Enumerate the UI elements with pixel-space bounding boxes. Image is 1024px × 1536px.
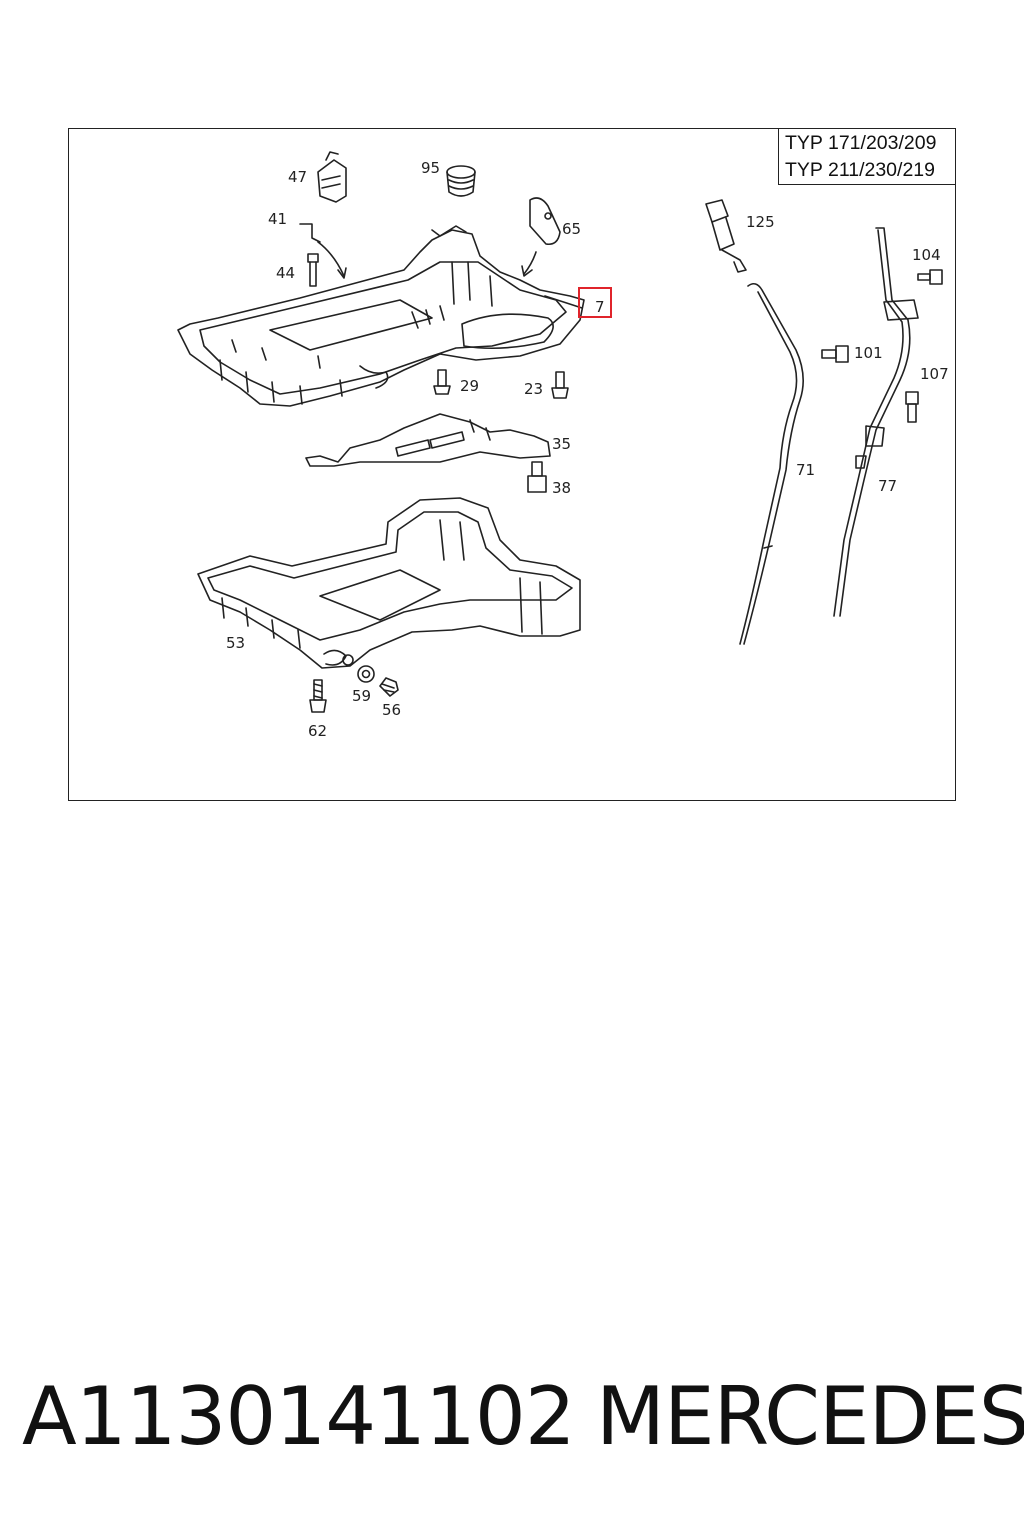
part-62-bolt	[309, 679, 327, 713]
part-41-bracket	[299, 223, 347, 279]
callout-95: 95	[421, 159, 440, 177]
callout-41: 41	[268, 210, 287, 228]
highlighted-part-7-box	[578, 287, 612, 318]
callout-47: 47	[288, 168, 307, 186]
callout-62: 62	[308, 722, 327, 740]
parts-diagram: 47 95 41 65 44 7 29 23 35 38 53 59 56 62…	[177, 151, 949, 740]
part-101-bolt	[821, 345, 849, 363]
callout-7: 7	[595, 298, 605, 316]
callout-38: 38	[552, 479, 571, 497]
part-44-bolt	[307, 253, 319, 287]
part-104-bolt	[917, 269, 943, 285]
model-type-line-2: TYP 211/230/219	[785, 159, 935, 181]
part-56-drain-plug	[379, 677, 399, 697]
callout-56: 56	[382, 701, 401, 719]
part-53-lower-pan	[197, 497, 581, 669]
brand-name: MERCEDES	[596, 1370, 1024, 1463]
upper-oil-pan	[177, 225, 585, 407]
part-65-plate	[521, 197, 561, 277]
callout-77: 77	[878, 477, 897, 495]
footer-caption: A1130141102 MERCEDES	[0, 1370, 1024, 1480]
callout-104: 104	[912, 246, 941, 264]
part-35-baffle	[305, 413, 551, 467]
part-23-bolt	[551, 371, 569, 399]
callout-59: 59	[352, 687, 371, 705]
callout-65: 65	[562, 220, 581, 238]
callout-53: 53	[226, 634, 245, 652]
callout-107: 107	[920, 365, 949, 383]
model-type-box: TYP 171/203/209 TYP 211/230/219	[778, 129, 955, 185]
callout-101: 101	[854, 344, 883, 362]
diagram-frame	[68, 128, 956, 801]
part-77-guide-tube	[833, 227, 919, 617]
part-29-bolt	[433, 369, 451, 395]
part-71-dipstick-tube	[739, 282, 804, 645]
part-125-sensor	[705, 199, 747, 273]
part-7-leader	[544, 295, 583, 309]
part-107-bolt	[905, 391, 919, 423]
callout-71: 71	[796, 461, 815, 479]
part-59-washer	[357, 665, 375, 683]
part-number: A1130141102	[22, 1370, 576, 1463]
part-38-plug	[527, 461, 547, 493]
callout-125: 125	[746, 213, 775, 231]
part-95-plug	[446, 165, 476, 197]
callout-44: 44	[276, 264, 295, 282]
callout-29: 29	[460, 377, 479, 395]
model-type-line-1: TYP 171/203/209	[785, 132, 937, 154]
part-47-clip	[317, 151, 347, 203]
callout-35: 35	[552, 435, 571, 453]
callout-23: 23	[524, 380, 543, 398]
